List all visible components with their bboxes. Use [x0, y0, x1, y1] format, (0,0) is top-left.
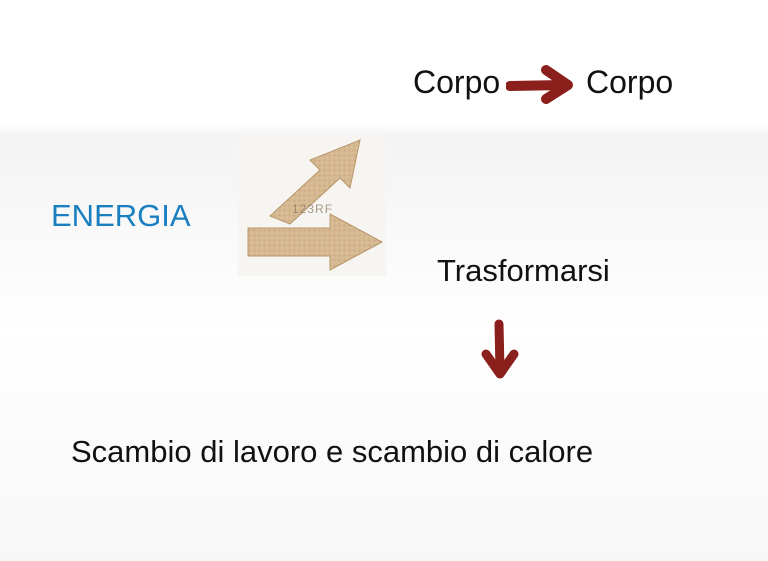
scambio-label: Scambio di lavoro e scambio di calore — [71, 434, 594, 469]
trasformarsi-label: Trasformarsi — [437, 253, 610, 288]
red-arrow-right-icon — [506, 65, 573, 104]
cardboard-arrows-icon: 123RF — [238, 134, 386, 276]
red-arrow-down-icon — [481, 319, 519, 379]
corpo-from-label: Corpo — [413, 64, 501, 100]
energia-label: ENERGIA — [51, 198, 191, 233]
corpo-to-label: Corpo — [586, 64, 674, 100]
watermark-text: 123RF — [292, 202, 333, 216]
